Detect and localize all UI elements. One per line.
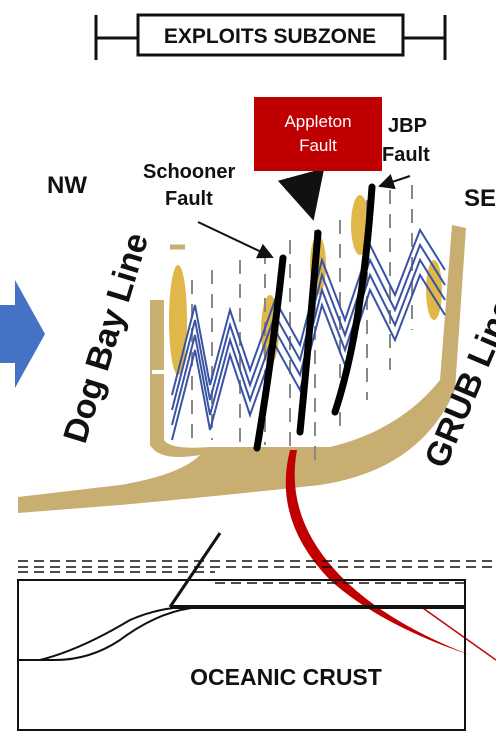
dog-bay-line-label: Dog Bay Line	[56, 228, 156, 447]
fault-leader-arrows	[197, 168, 411, 259]
jbp-fault-line	[331, 183, 376, 416]
jbp-fault-label-1: JBP	[388, 115, 427, 137]
appleton-fault-line	[296, 229, 322, 436]
subzone-label: EXPLOITS SUBZONE	[164, 25, 376, 48]
basement-band	[18, 225, 466, 513]
direction-se-label: SE	[464, 185, 496, 212]
subzone-bracket	[94, 13, 447, 60]
appleton-fault-callout: Appleton Fault	[254, 97, 382, 171]
lower-section	[17, 532, 496, 731]
blue-arrow-icon	[0, 280, 45, 388]
schooner-fault-label-1: Schooner	[143, 161, 235, 183]
schooner-fault-line	[253, 254, 287, 452]
folded-layers	[171, 227, 446, 441]
fault-lines	[253, 183, 376, 452]
schooner-fault-label-2: Fault	[165, 188, 213, 210]
red-curve-connector	[285, 450, 470, 655]
jbp-fault-label-2: Fault	[382, 144, 430, 166]
appleton-fault-label-1: Appleton	[284, 112, 352, 131]
red-thin-connector	[419, 605, 496, 661]
direction-nw-label: NW	[47, 172, 87, 199]
appleton-fault-label-2: Fault	[299, 136, 337, 155]
oceanic-crust-label: OCEANIC CRUST	[190, 664, 382, 690]
